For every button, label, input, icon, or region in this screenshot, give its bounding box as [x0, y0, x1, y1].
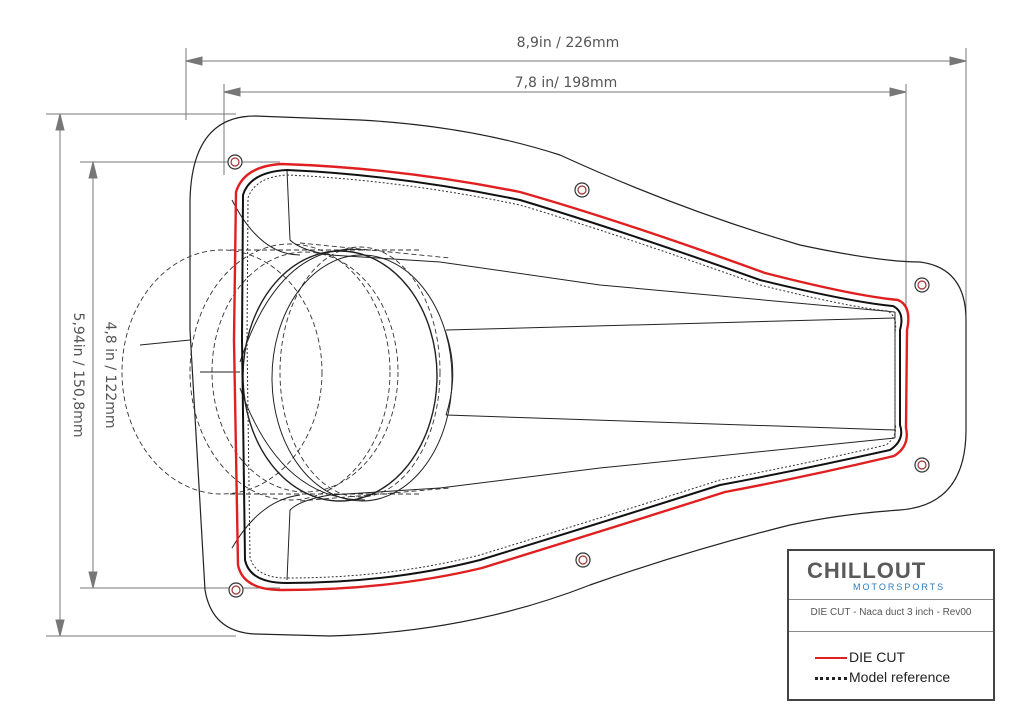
dotted-line-icon: [815, 677, 847, 680]
mounting-hole-icon: [574, 182, 590, 198]
flange-outline: [189, 115, 967, 637]
duct-body: [139, 169, 896, 581]
brand-logo: CHILLOUT: [807, 558, 927, 583]
dimension-overall-width: [185, 48, 967, 330]
mounting-hole-icon: [914, 457, 930, 473]
mounting-holes: [227, 154, 930, 598]
model-reference-outline: [240, 168, 903, 585]
dimension-inner-width: [223, 84, 907, 310]
divider: [789, 631, 993, 632]
inner-width-label: 7,8 in/ 198mm: [515, 75, 618, 91]
mounting-hole-icon: [227, 154, 243, 170]
overall-height-label: 5,94in / 150,8mm: [70, 313, 86, 438]
mounting-hole-icon: [575, 552, 591, 568]
brand-area: CHILLOUT MOTORSPORTS: [789, 551, 993, 599]
die-cut-outline: [232, 162, 910, 592]
mounting-hole-icon: [228, 582, 244, 598]
model-ghost-geometry: [121, 242, 451, 502]
dimension-inner-height: [80, 161, 280, 589]
dimension-overall-height: [46, 113, 236, 637]
divider: [789, 599, 993, 600]
drawing-description: DIE CUT - Naca duct 3 inch - Rev00: [810, 607, 972, 618]
title-block: CHILLOUT MOTORSPORTS DIE CUT - Naca duct…: [787, 549, 995, 701]
legend-label: Model reference: [849, 669, 951, 685]
brand-subtitle: MOTORSPORTS: [853, 582, 946, 592]
model-reference-outline-dotted: [246, 174, 897, 579]
overall-width-label: 8,9in / 226mm: [517, 35, 620, 51]
inner-height-label: 4,8 in / 122mm: [102, 321, 118, 428]
legend-label: DIE CUT: [849, 649, 905, 665]
solid-line-icon: [815, 657, 847, 659]
mounting-hole-icon: [914, 277, 930, 293]
